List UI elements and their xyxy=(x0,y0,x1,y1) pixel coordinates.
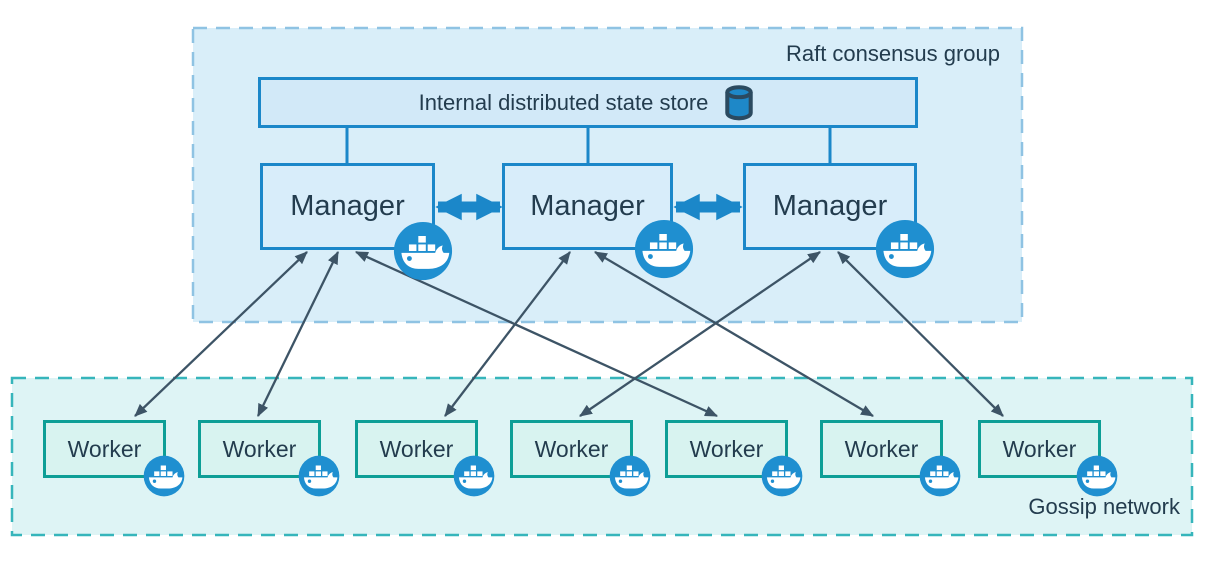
gossip-network-label: Gossip network xyxy=(1028,494,1180,519)
docker-whale-icon xyxy=(1076,455,1118,497)
database-cylinder-icon xyxy=(725,84,754,120)
worker-label: Worker xyxy=(534,435,609,462)
worker-label: Worker xyxy=(689,435,764,462)
docker-whale-icon xyxy=(453,455,495,497)
arrow-manager3-worker4 xyxy=(579,251,821,417)
worker-node-6: Worker xyxy=(820,420,943,478)
manager-node-2: Manager xyxy=(502,163,673,250)
worker-node-7: Worker xyxy=(978,420,1101,478)
worker-label: Worker xyxy=(67,435,142,462)
docker-whale-icon xyxy=(634,219,694,279)
raft-group-label: Raft consensus group xyxy=(785,41,1000,66)
worker-label: Worker xyxy=(844,435,919,462)
worker-node-3: Worker xyxy=(355,420,478,478)
arrow-manager1-worker2 xyxy=(256,251,340,417)
worker-label: Worker xyxy=(222,435,297,462)
arrow-manager3-worker7 xyxy=(837,251,1004,417)
docker-whale-icon xyxy=(761,455,803,497)
docker-whale-icon xyxy=(143,455,185,497)
manager-label: Manager xyxy=(530,190,645,222)
arrow-manager2-worker3 xyxy=(444,251,571,417)
manager-worker-arrows xyxy=(134,250,1004,418)
worker-label: Worker xyxy=(379,435,454,462)
docker-whale-icon xyxy=(393,221,453,281)
manager-label: Manager xyxy=(290,190,405,222)
manager-label: Manager xyxy=(772,190,888,222)
docker-whale-icon xyxy=(875,219,935,279)
docker-whale-icon xyxy=(609,455,651,497)
worker-label: Worker xyxy=(1002,435,1077,462)
state-store-label: Internal distributed state store xyxy=(418,89,709,115)
docker-whale-icon xyxy=(919,455,961,497)
docker-whale-icon xyxy=(298,455,340,497)
worker-node-4: Worker xyxy=(510,420,633,478)
state-store-box: Internal distributed state store xyxy=(258,77,918,128)
